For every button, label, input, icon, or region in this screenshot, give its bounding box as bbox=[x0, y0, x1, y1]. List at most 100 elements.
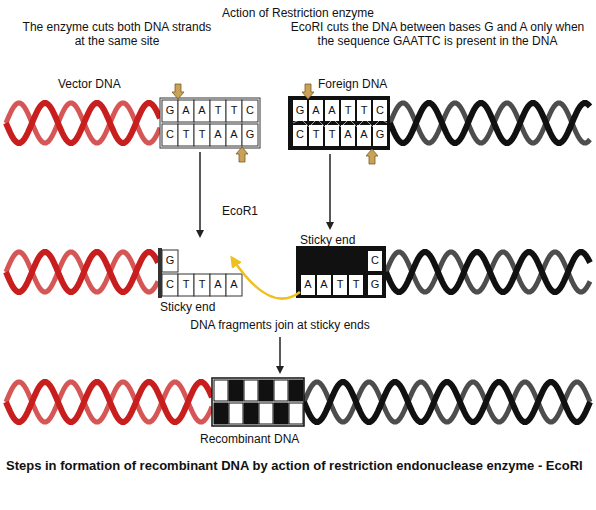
base-cell bbox=[274, 380, 288, 401]
diagram-title: Action of Restriction enzyme bbox=[0, 6, 596, 20]
base-letter: G bbox=[367, 278, 383, 291]
base-letter: T bbox=[340, 104, 356, 117]
annotation-label: Recombinant DNA bbox=[200, 432, 299, 446]
helix-strand bbox=[304, 382, 590, 422]
helix-strand bbox=[390, 103, 590, 143]
base-cell bbox=[309, 100, 323, 121]
base-cell bbox=[301, 275, 315, 295]
helix-strand bbox=[6, 252, 158, 292]
base-letter: T bbox=[178, 278, 194, 291]
helix-strand bbox=[6, 103, 160, 143]
base-letter: G bbox=[242, 128, 258, 141]
base-letter: T bbox=[332, 278, 348, 291]
base-cell bbox=[162, 124, 178, 146]
base-letter: C bbox=[367, 254, 383, 267]
base-letter: A bbox=[324, 104, 340, 117]
base-cell bbox=[325, 100, 339, 121]
join-arrow bbox=[232, 258, 300, 299]
base-cell bbox=[368, 275, 382, 295]
helix-strand bbox=[386, 252, 590, 292]
base-cell bbox=[194, 274, 210, 296]
base-cell bbox=[317, 275, 331, 295]
base-cell bbox=[373, 100, 387, 121]
base-cell bbox=[210, 100, 226, 122]
base-letter: T bbox=[178, 128, 194, 141]
base-letter: T bbox=[194, 278, 210, 291]
helix-strand bbox=[6, 103, 160, 143]
base-cell bbox=[242, 124, 258, 146]
base-cell bbox=[373, 125, 387, 146]
base-cell bbox=[162, 250, 178, 272]
base-cell bbox=[357, 100, 371, 121]
annotation-label: Sticky end bbox=[300, 233, 355, 247]
base-cell bbox=[162, 100, 178, 122]
foreign-site bbox=[288, 96, 390, 150]
base-cell bbox=[309, 125, 323, 146]
helix-strand bbox=[386, 252, 590, 292]
base-cell bbox=[226, 100, 242, 122]
base-letter: T bbox=[194, 128, 210, 141]
helix-strand bbox=[6, 382, 212, 422]
base-cell bbox=[226, 124, 242, 146]
base-letter: C bbox=[162, 128, 178, 141]
foreign-fragment bbox=[296, 246, 386, 298]
base-cell bbox=[214, 403, 228, 424]
base-letter: A bbox=[226, 128, 242, 141]
base-letter: A bbox=[316, 278, 332, 291]
base-letter: A bbox=[178, 104, 194, 117]
base-letter: G bbox=[162, 254, 178, 267]
base-letter: C bbox=[242, 104, 258, 117]
helix-strand bbox=[6, 252, 158, 292]
base-cell bbox=[274, 403, 288, 424]
base-cell bbox=[333, 275, 347, 295]
base-cell bbox=[178, 100, 194, 122]
cut-arrow bbox=[172, 84, 378, 164]
base-letter: A bbox=[210, 278, 226, 291]
base-cell bbox=[368, 251, 382, 271]
base-cell bbox=[259, 403, 273, 424]
base-cell bbox=[293, 125, 307, 146]
base-cell bbox=[293, 100, 307, 121]
base-letter: T bbox=[210, 104, 226, 117]
base-letter: C bbox=[162, 278, 178, 291]
base-cell bbox=[289, 403, 303, 424]
base-cell bbox=[214, 380, 228, 401]
base-cell bbox=[242, 100, 258, 122]
base-cell bbox=[194, 124, 210, 146]
annotation-label: DNA fragments join at sticky ends bbox=[140, 318, 420, 332]
base-letter: A bbox=[308, 104, 324, 117]
helix-strand bbox=[6, 382, 212, 422]
base-cell bbox=[289, 380, 303, 401]
base-letter: C bbox=[292, 128, 308, 141]
base-cell bbox=[341, 100, 355, 121]
base-letter: T bbox=[348, 278, 364, 291]
base-cell bbox=[178, 124, 194, 146]
base-cell bbox=[210, 124, 226, 146]
base-cell bbox=[178, 274, 194, 296]
annotation-label: Vector DNA bbox=[58, 77, 121, 91]
base-letter: A bbox=[194, 104, 210, 117]
base-cell bbox=[349, 275, 363, 295]
annotation-label: EcoRI cuts the DNA between bases G and A… bbox=[290, 20, 585, 49]
helix-strand bbox=[390, 103, 590, 143]
helix-strand bbox=[304, 382, 590, 422]
base-letter: A bbox=[356, 128, 372, 141]
base-cell bbox=[357, 125, 371, 146]
base-letter: T bbox=[324, 128, 340, 141]
vector-site bbox=[160, 98, 260, 148]
base-letter: A bbox=[300, 278, 316, 291]
vector-fragment bbox=[158, 248, 242, 298]
base-cell bbox=[244, 403, 258, 424]
annotation-label: EcoR1 bbox=[222, 204, 258, 218]
base-cell bbox=[162, 274, 178, 296]
annotation-label: Foreign DNA bbox=[318, 77, 387, 91]
base-cell bbox=[229, 380, 243, 401]
base-letter: T bbox=[226, 104, 242, 117]
annotation-label: The enzyme cuts both DNA strands at the … bbox=[22, 20, 212, 49]
base-cell bbox=[259, 380, 273, 401]
base-cell bbox=[226, 274, 242, 296]
base-letter: T bbox=[356, 104, 372, 117]
base-cell bbox=[210, 274, 226, 296]
base-letter: G bbox=[372, 128, 388, 141]
base-letter: G bbox=[292, 104, 308, 117]
